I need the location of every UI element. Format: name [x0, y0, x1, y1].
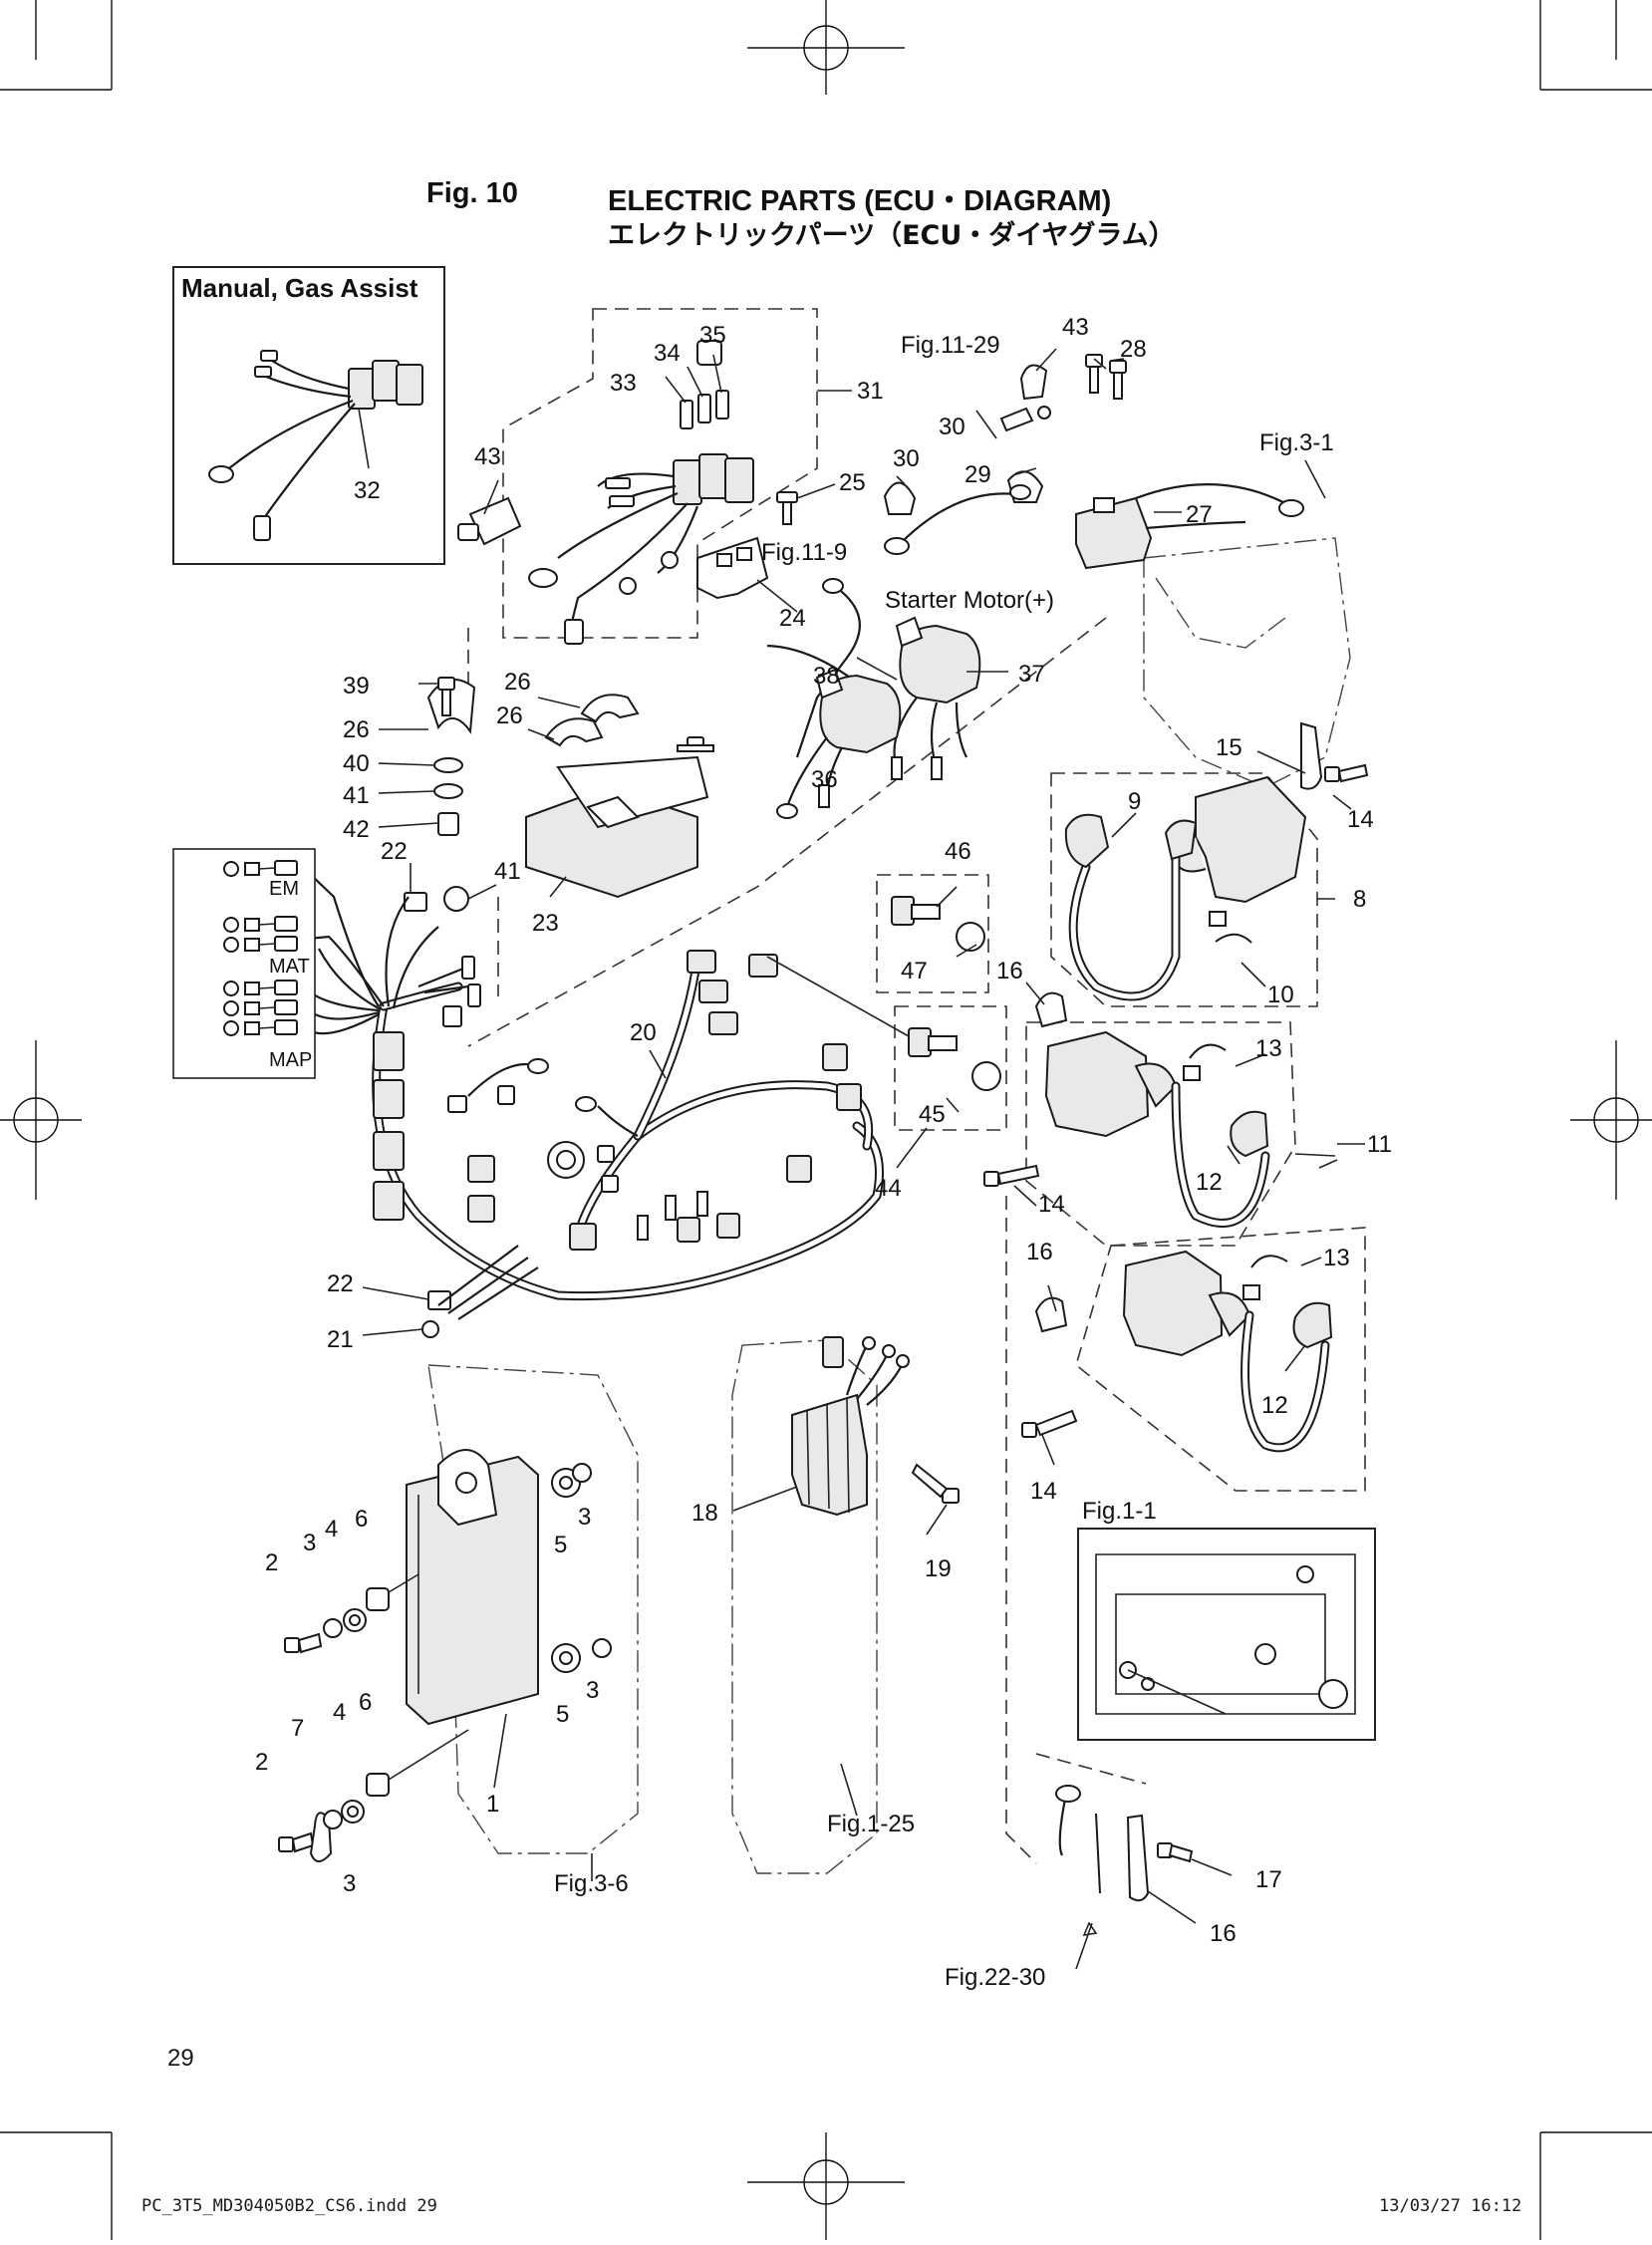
- callout-37: 37: [1018, 661, 1045, 688]
- callout-6: 6: [355, 1506, 368, 1533]
- inset-title: Manual, Gas Assist: [181, 273, 418, 303]
- sensor-label-em: EM: [269, 878, 299, 900]
- callout-47: 47: [901, 958, 928, 984]
- callout-43: 43: [474, 443, 501, 470]
- callout-2b: 2: [255, 1749, 268, 1776]
- callout-38: 38: [813, 663, 840, 690]
- callout-16: 16: [996, 958, 1023, 984]
- callout-5: 5: [554, 1532, 567, 1558]
- callout-9: 9: [1128, 788, 1141, 815]
- leader-lines: [362, 348, 1365, 1970]
- callout-41: 41: [343, 782, 370, 809]
- callout-26c: 26: [496, 702, 523, 729]
- callout-22: 22: [381, 838, 408, 865]
- ref-fig-11-9: Fig.11-9: [761, 539, 847, 566]
- ref-starter-motor: Starter Motor(+): [885, 587, 1054, 614]
- callout-39: 39: [343, 673, 370, 700]
- components: EM MAT MAP: [172, 340, 1376, 1902]
- callout-44: 44: [875, 1175, 902, 1202]
- reference-labels: Fig.11-29 Fig.11-9 Fig.3-1 Fig.1-1 Fig.1…: [554, 332, 1334, 1991]
- relay-harness-32: [208, 350, 423, 541]
- inset-manual-gas-assist: Manual, Gas Assist 32: [172, 266, 445, 565]
- callout-34: 34: [654, 340, 681, 367]
- callout-14b: 14: [1038, 1191, 1065, 1218]
- page-number: 29: [167, 2045, 194, 2072]
- ref-fig-3-6: Fig.3-6: [554, 1870, 629, 1897]
- callout-40: 40: [343, 750, 370, 777]
- callout-26: 26: [504, 669, 531, 696]
- callout-30: 30: [939, 414, 965, 440]
- callout-24: 24: [779, 605, 806, 632]
- callout-14: 14: [1347, 806, 1374, 833]
- callout-33: 33: [610, 370, 637, 397]
- callout-35: 35: [699, 322, 726, 349]
- callout-32: 32: [354, 477, 381, 504]
- callout-10: 10: [1267, 982, 1294, 1008]
- sensor-label-mat: MAT: [269, 956, 310, 978]
- callout-16c: 16: [1210, 1920, 1237, 1947]
- callout-4b: 4: [333, 1699, 346, 1726]
- callout-25: 25: [839, 469, 866, 496]
- figure-number: Fig. 10: [426, 177, 518, 209]
- callout-12: 12: [1196, 1169, 1223, 1196]
- callout-46: 46: [945, 838, 971, 865]
- callout-45: 45: [919, 1101, 946, 1128]
- callout-8: 8: [1353, 886, 1366, 913]
- callout-1: 1: [486, 1791, 499, 1818]
- footer-timestamp: 13/03/27 16:12: [1379, 2196, 1522, 2216]
- callout-3d: 3: [586, 1677, 599, 1704]
- callout-43b: 43: [1062, 314, 1089, 341]
- inset-fig-1-1: [1077, 1528, 1376, 1741]
- ref-fig-1-1: Fig.1-1: [1082, 1498, 1157, 1525]
- footer-file-name: PC_3T5_MD304050B2_CS6.indd 29: [141, 2196, 437, 2216]
- callout-41b: 41: [494, 858, 521, 885]
- figure-title-japanese: エレクトリックパーツ（ECU・ダイヤグラム）: [608, 220, 1176, 251]
- callout-3c: 3: [578, 1504, 591, 1531]
- callout-11: 11: [1367, 1131, 1392, 1158]
- callout-4: 4: [325, 1516, 338, 1543]
- sensor-box: EM MAT MAP: [172, 848, 316, 1079]
- callout-17: 17: [1255, 1866, 1282, 1893]
- callout-20: 20: [630, 1019, 657, 1046]
- ref-fig-22-30: Fig.22-30: [945, 1964, 1045, 1991]
- ref-fig-3-1: Fig.3-1: [1259, 429, 1334, 456]
- callout-13: 13: [1255, 1035, 1282, 1062]
- callout-36: 36: [811, 766, 838, 793]
- callout-numbers: 1 2 2 3 3 3 3 4 4 5 5 6 6 7 8 9 10 11 12…: [255, 314, 1392, 1947]
- callout-30b: 30: [893, 445, 920, 472]
- figure-title: ELECTRIC PARTS (ECU・DIAGRAM): [608, 185, 1112, 217]
- callout-3b: 3: [343, 1870, 356, 1897]
- callout-13b: 13: [1323, 1245, 1350, 1271]
- callout-3: 3: [303, 1530, 316, 1556]
- callout-19: 19: [925, 1555, 952, 1582]
- callout-29: 29: [964, 461, 991, 488]
- callout-6b: 6: [359, 1689, 372, 1716]
- group-boxes: [467, 308, 1366, 1864]
- callout-31: 31: [857, 378, 884, 405]
- callout-18: 18: [691, 1500, 718, 1527]
- inset-frame: [172, 266, 445, 565]
- callout-5b: 5: [556, 1701, 569, 1728]
- ref-fig-1-25: Fig.1-25: [827, 1811, 915, 1837]
- callout-22b: 22: [327, 1270, 354, 1297]
- callout-2: 2: [265, 1549, 278, 1576]
- callout-12b: 12: [1261, 1392, 1288, 1419]
- callout-42: 42: [343, 816, 370, 843]
- callout-27: 27: [1186, 501, 1213, 528]
- callout-26b: 26: [343, 716, 370, 743]
- callout-28: 28: [1120, 336, 1147, 363]
- sensor-label-map: MAP: [269, 1049, 312, 1071]
- callout-7: 7: [291, 1715, 304, 1742]
- callout-23: 23: [532, 910, 559, 937]
- callout-15: 15: [1216, 734, 1242, 761]
- callout-21: 21: [327, 1326, 354, 1353]
- callout-16b: 16: [1026, 1239, 1053, 1265]
- callout-14c: 14: [1030, 1478, 1057, 1505]
- ref-fig-11-29: Fig.11-29: [901, 332, 1000, 359]
